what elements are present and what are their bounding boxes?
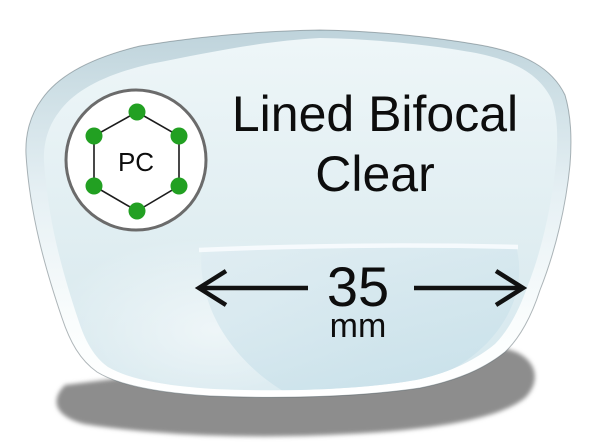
monomer-dot: [170, 177, 188, 195]
monomer-dot: [128, 103, 146, 121]
width-arrow-right-icon: [414, 269, 528, 307]
segment-width-value: 35: [326, 255, 390, 318]
lens-title: Lined Bifocal Clear: [205, 84, 545, 204]
lens-title-line-1: Lined Bifocal: [231, 86, 519, 142]
monomer-dot: [170, 127, 188, 145]
width-arrow-left-icon: [194, 269, 308, 307]
monomer-dot: [85, 177, 103, 195]
bifocal-segment: [201, 244, 520, 391]
lens-title-line-2: Clear: [315, 146, 435, 202]
material-badge: [64, 88, 208, 232]
segment-width-unit: mm: [329, 307, 387, 345]
material-label: PC: [117, 147, 155, 177]
segment-top-highlight: [198, 243, 519, 253]
monomer-dot: [128, 202, 146, 220]
monomer-dot: [85, 127, 103, 145]
monomer-dots: [85, 103, 188, 220]
material-badge-circle: [64, 88, 208, 232]
segment-width-arrows: [194, 269, 528, 307]
